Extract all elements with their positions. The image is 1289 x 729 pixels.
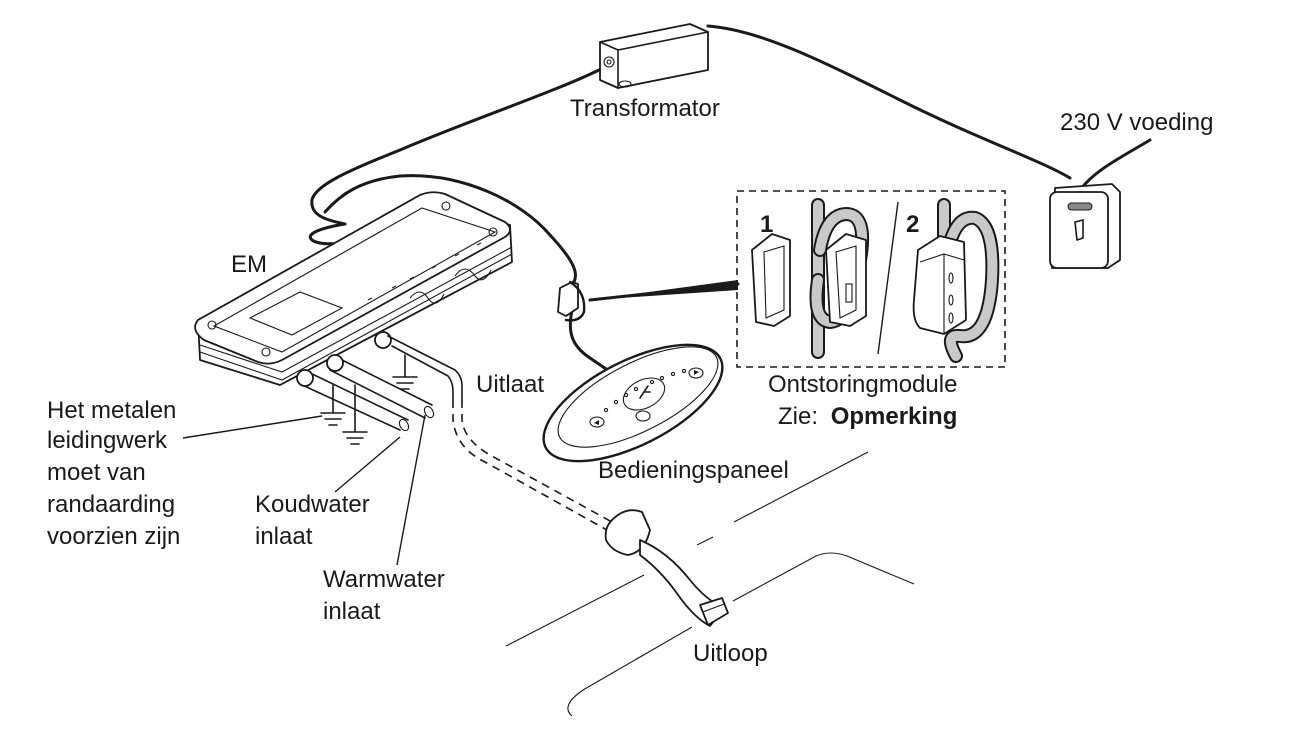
- power-cables: [308, 24, 1152, 374]
- cold-water-line-2: inlaat: [255, 523, 313, 550]
- outlet-pipe: [387, 335, 463, 401]
- concealed-outlet-pipe: [461, 400, 613, 523]
- earthing-note-line-3: moet van: [47, 459, 146, 486]
- earthing-note-line-2: leidingwerk: [47, 427, 168, 454]
- hot-water-pipe: [329, 357, 433, 419]
- power-socket[interactable]: [1049, 183, 1121, 269]
- hot-water-leader: [396, 414, 426, 566]
- terminal-marks: [367, 242, 482, 301]
- earthing-note-line-5: voorzien zijn: [47, 523, 180, 550]
- earth-symbols: [320, 354, 418, 445]
- supply-lead: [1078, 138, 1152, 192]
- em-to-panel-cable: [323, 174, 577, 287]
- cold-water-leader: [334, 436, 401, 493]
- earthing-leader: [182, 415, 323, 439]
- earthing-note: Het metalen leidingwerk moet van randaar…: [47, 397, 180, 550]
- ferrite-clip-on-cable: [557, 280, 586, 322]
- leader-lines: [182, 280, 740, 566]
- temperature-indicator-leds: [603, 368, 687, 413]
- hot-water-inlet-label: Warmwater inlaat: [323, 566, 445, 625]
- suppression-module-inset: 1 2: [736, 190, 1006, 368]
- earthing-note-line-4: randaarding: [47, 491, 175, 518]
- water-pipes: [296, 331, 613, 531]
- cold-water-inlet-label: Koudwater inlaat: [255, 491, 370, 550]
- earth-icon: [392, 354, 418, 390]
- spout-label: Uitloop: [693, 640, 768, 667]
- electronic-module[interactable]: [194, 191, 513, 386]
- cold-water-pipe: [299, 371, 409, 431]
- earth-icon: [342, 384, 368, 445]
- earth-icon: [320, 384, 346, 426]
- panel-lead: [568, 308, 612, 374]
- power-button[interactable]: [635, 410, 651, 422]
- earthing-note-line-1: Het metalen: [47, 397, 176, 424]
- decrease-button[interactable]: [589, 416, 605, 428]
- transformer-to-em-cable: [310, 66, 605, 226]
- suppression-module-label: Ontstoringmodule: [768, 371, 957, 398]
- see-reference-link[interactable]: Opmerking: [831, 403, 958, 430]
- hot-water-line-2: inlaat: [323, 598, 381, 625]
- svg-text:Zie: Opmerking: Zie: Opmerking: [778, 403, 957, 430]
- suppression-module-reference: Zie: Opmerking: [778, 403, 957, 430]
- transformer-label: Transformator: [570, 95, 720, 122]
- cold-water-line-1: Koudwater: [255, 491, 370, 518]
- tap-icon: [639, 385, 651, 399]
- spout[interactable]: [604, 509, 729, 627]
- em-label: EM: [231, 251, 267, 278]
- transformer[interactable]: [599, 23, 709, 89]
- ferrite-closed-illustration: [912, 198, 1000, 363]
- basin-outline: [505, 451, 915, 717]
- see-prefix: Zie:: [778, 403, 818, 430]
- outlet-label: Uitlaat: [476, 371, 544, 398]
- switch-icon: [1074, 219, 1084, 241]
- control-panel[interactable]: [527, 321, 740, 485]
- ferrite-open-illustration: [751, 198, 870, 359]
- hot-water-line-1: Warmwater: [323, 566, 445, 593]
- power-supply-label: 230 V voeding: [1060, 109, 1213, 136]
- tap-button[interactable]: [618, 372, 670, 417]
- control-panel-label: Bedieningspaneel: [598, 457, 789, 484]
- step-1-number: 1: [760, 211, 773, 238]
- increase-button[interactable]: [688, 367, 704, 379]
- mains-cable: [706, 24, 1072, 180]
- step-2-number: 2: [906, 211, 919, 238]
- pipe-connectors: [296, 331, 392, 387]
